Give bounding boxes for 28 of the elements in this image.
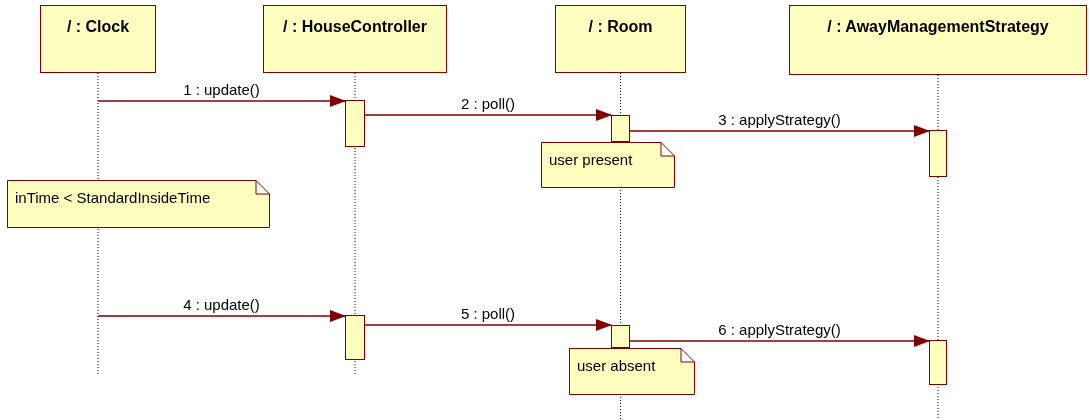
activation-bar <box>929 130 947 177</box>
activation-bar <box>345 315 365 360</box>
activation-bar <box>611 325 630 348</box>
note-text: user absent <box>577 357 656 374</box>
message-label: 2 : poll() <box>458 95 518 112</box>
lifeline-head: / : Clock <box>40 5 156 73</box>
activation-bar <box>345 100 365 147</box>
message-arrow <box>97 95 346 107</box>
message-arrow <box>629 125 930 137</box>
message-arrow <box>364 319 612 331</box>
lifeline-head: / : HouseController <box>263 5 447 73</box>
activation-bar <box>611 115 630 142</box>
message-label: 1 : update() <box>181 81 262 98</box>
message-label: 3 : applyStrategy() <box>716 111 843 128</box>
message-arrow <box>629 335 930 347</box>
lifeline-head: / : AwayManagementStrategy <box>789 5 1087 75</box>
note-shape <box>541 142 675 188</box>
note-shape <box>569 348 695 395</box>
lifeline-head: / : Room <box>555 5 686 73</box>
message-label: 5 : poll() <box>458 305 518 322</box>
note-shape <box>7 180 270 228</box>
message-arrow <box>97 310 346 322</box>
note-text: inTime < StandardInsideTime <box>15 189 211 206</box>
activation-bar <box>929 340 947 385</box>
note-text: user present <box>549 151 633 168</box>
message-label: 6 : applyStrategy() <box>716 321 843 338</box>
message-label: 4 : update() <box>181 296 262 313</box>
message-arrow <box>364 109 612 121</box>
